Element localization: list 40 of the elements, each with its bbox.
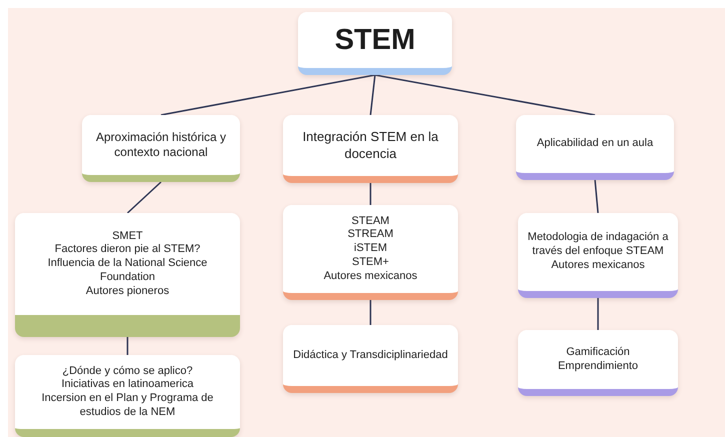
topic-text: iSTEM bbox=[354, 242, 387, 256]
topic-card bbox=[82, 115, 240, 182]
connector-line bbox=[594, 180, 599, 214]
topic-text: Autores pioneros bbox=[86, 284, 170, 298]
topic-text: Iniciativas en latinoamerica bbox=[61, 378, 194, 392]
title-text: STEM bbox=[334, 22, 416, 58]
topic-text: STREAM bbox=[348, 228, 394, 242]
topic-text: Autores mexicanos bbox=[551, 258, 645, 273]
connector-line bbox=[370, 74, 376, 116]
topic-card bbox=[15, 213, 240, 337]
topic-card bbox=[283, 205, 458, 300]
connector-line bbox=[370, 183, 372, 205]
topic-text: Didáctica y Transdiciplinariedad bbox=[293, 348, 448, 362]
connector-line bbox=[374, 74, 596, 116]
connector-line bbox=[126, 337, 128, 355]
connector-line bbox=[160, 74, 376, 116]
topic-text: Integración STEM en la docencia bbox=[302, 129, 440, 162]
topic-text: Autores mexicanos bbox=[324, 270, 418, 284]
topic-card bbox=[518, 330, 678, 396]
topic-card bbox=[298, 12, 452, 75]
topic-text: Influencia de la National Science Foundation bbox=[46, 257, 208, 285]
topic-card bbox=[283, 115, 458, 183]
topic-text: STEM+ bbox=[352, 256, 389, 270]
topic-card bbox=[518, 213, 678, 298]
topic-text: Factores dieron pie al STEM? bbox=[54, 243, 200, 258]
topic-text: ¿Dónde y cómo se aplico? bbox=[62, 364, 193, 378]
topic-text: STEAM bbox=[352, 214, 390, 228]
topic-card bbox=[15, 355, 240, 437]
connector-line bbox=[370, 300, 372, 325]
topic-text: Metodologia de indagación a través del enfoque STEAM bbox=[526, 231, 670, 259]
topic-text: Gamificación bbox=[566, 346, 630, 360]
topic-text: SMET bbox=[112, 230, 143, 244]
topic-card bbox=[283, 325, 458, 393]
topic-card bbox=[516, 115, 674, 180]
topic-text: Emprendimiento bbox=[558, 360, 638, 374]
topic-text: Incersion en el Plan y Programa de estudios de la NEM bbox=[40, 392, 214, 420]
topic-text: Aplicabilidad en un aula bbox=[536, 137, 654, 151]
connector-line bbox=[127, 181, 162, 214]
connector-line bbox=[597, 298, 599, 330]
topic-text: Aproximación histórica y contexto nacional bbox=[94, 130, 228, 160]
